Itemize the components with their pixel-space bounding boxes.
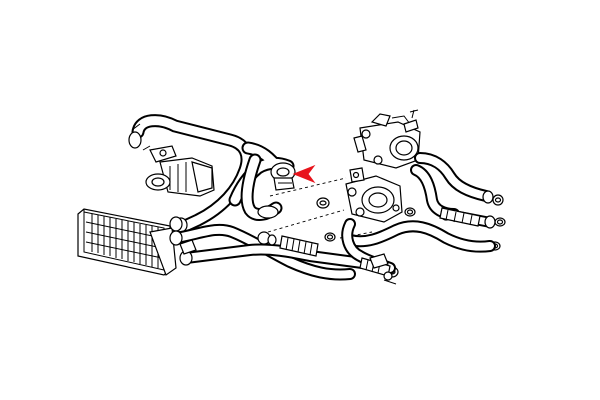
return-hose (170, 218, 496, 281)
expansion-tank-hose (439, 207, 481, 227)
radiator-fins (85, 214, 163, 268)
assembly-guide-line (267, 209, 345, 233)
hose-clamp-lower (369, 253, 397, 285)
water-pump (345, 167, 403, 223)
ribbed-coupler (279, 235, 319, 257)
radiator-hose-fittings (169, 216, 277, 266)
assembly-guide-line (269, 177, 347, 197)
pointer-arrow-icon (292, 164, 316, 184)
hose-clamp-upper (270, 162, 296, 191)
thermostat-housing (353, 109, 421, 169)
water-outlet-housing (145, 145, 215, 197)
lower-radiator-hose (240, 153, 283, 221)
radiator (77, 208, 177, 276)
